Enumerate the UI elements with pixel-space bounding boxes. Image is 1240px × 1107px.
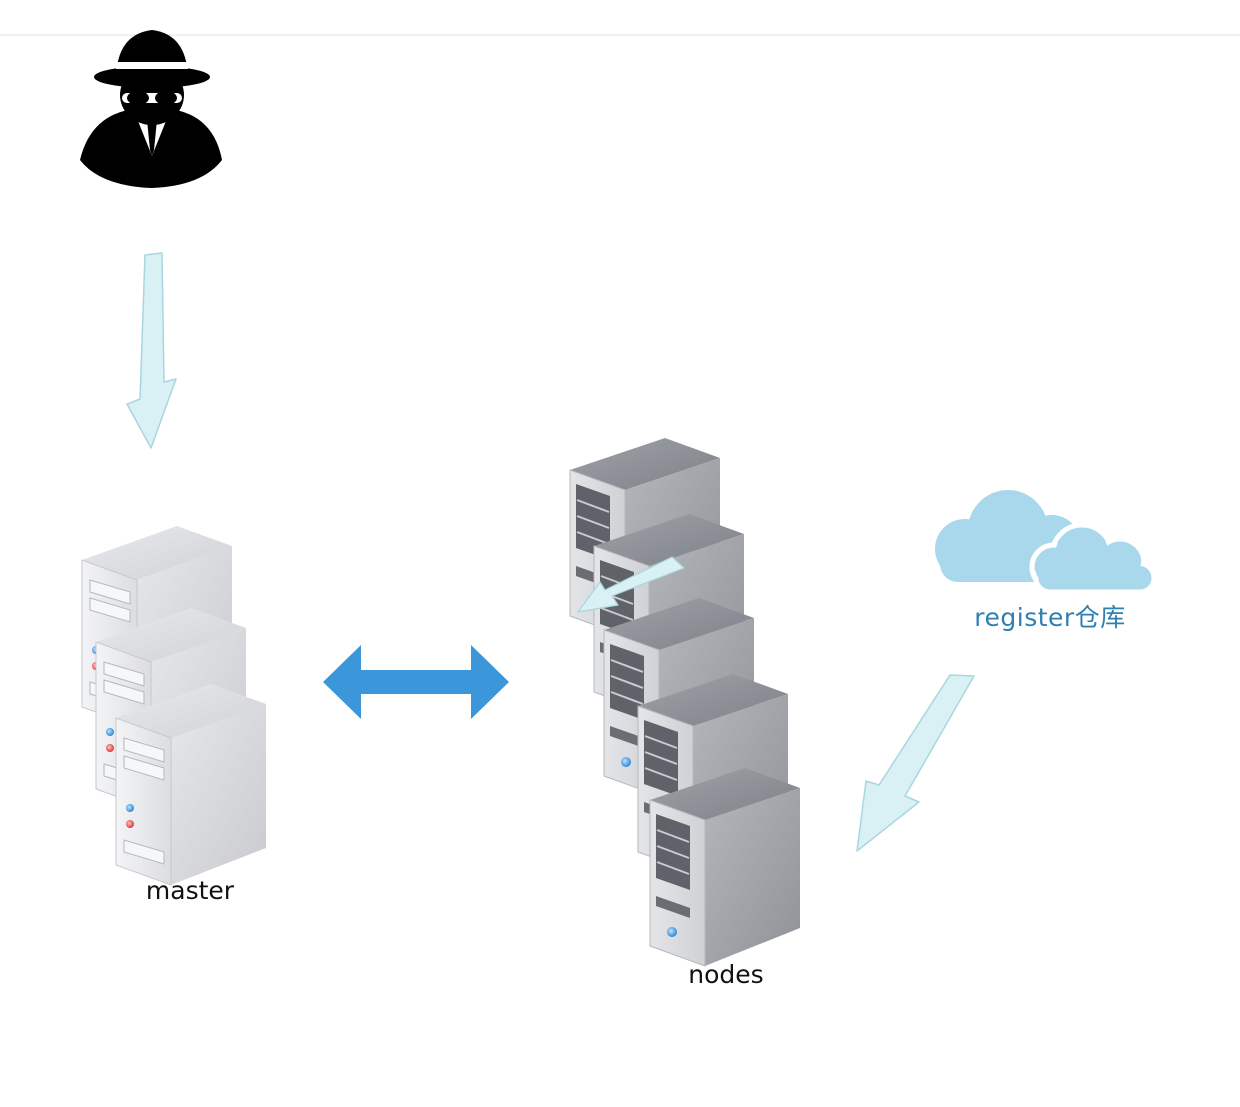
hacker-icon [80, 30, 222, 188]
cloud-icon [935, 490, 1157, 595]
registry-label: register仓库 [974, 603, 1126, 632]
inner-deploy-arrow [577, 556, 685, 613]
master-nodes-bidirectional-arrow [323, 645, 509, 719]
master-server-stack [81, 525, 267, 886]
registry-to-nodes-arrow [856, 674, 975, 852]
user-to-master-arrow [126, 252, 177, 449]
nodes-server-stack [569, 437, 801, 967]
nodes-label: nodes [688, 960, 764, 989]
master-label: master [145, 876, 235, 905]
